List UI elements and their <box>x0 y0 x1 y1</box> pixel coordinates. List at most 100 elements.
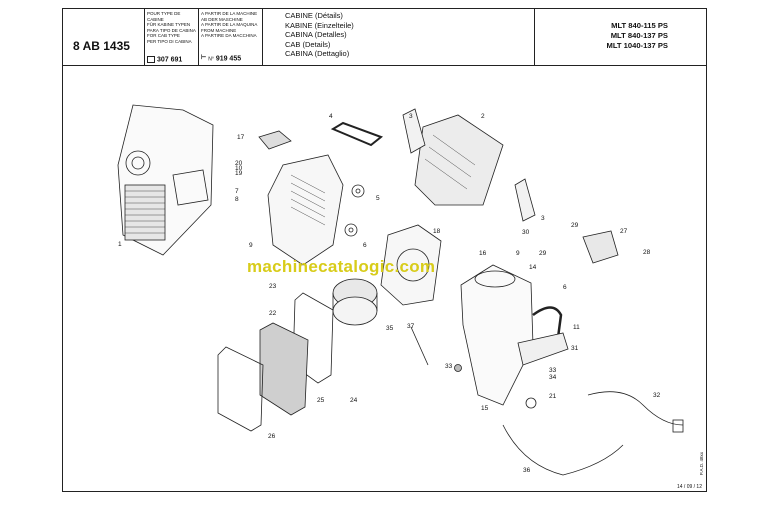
filter-25 <box>259 322 309 416</box>
watermark: machinecatalogic.com <box>247 257 436 276</box>
callout-27: 27 <box>620 228 628 235</box>
machine-number: ⊢N° 919 455 <box>201 54 242 63</box>
page-code: 8 AB 1435 <box>73 39 130 53</box>
harness-32 <box>587 391 684 426</box>
callout-31: 31 <box>571 345 579 352</box>
callout-19: 19 <box>235 170 243 177</box>
title-fr: CABINE (Détails) <box>285 11 343 20</box>
callout-10: 10 <box>235 165 243 172</box>
valve-12 <box>582 230 619 264</box>
callout-14: 14 <box>529 264 537 271</box>
title-it: CABINA (Dettaglio) <box>285 49 350 59</box>
callout-6b: 6 <box>563 284 567 291</box>
blower-35 <box>332 278 378 326</box>
callout-37: 37 <box>407 323 415 330</box>
from-machine-es: A PARTIR DE LA MAQUINA <box>201 22 258 28</box>
title-block: 8 AB 1435 POUR TYPE DE CABINE FÜR KABINE… <box>63 9 706 66</box>
gasket-4 <box>330 121 384 147</box>
callout-22: 22 <box>269 310 277 317</box>
heater-unit <box>117 104 214 256</box>
title-cell: CABINE (Détails) KABINE (Einzelteile) CA… <box>263 9 535 65</box>
machine-number-value: 919 455 <box>215 55 242 63</box>
from-machine-de: AB DER MASCHINE <box>201 16 243 22</box>
callout-33a: 33 <box>445 363 453 370</box>
radiator-2 <box>414 114 504 206</box>
callout-28: 28 <box>643 249 651 256</box>
callout-15: 15 <box>481 405 489 412</box>
callout-20: 20 <box>235 160 243 167</box>
from-machine-en: FROM MACHINE <box>201 27 237 33</box>
pipe-11 <box>532 306 563 346</box>
exploded-diagram <box>117 104 684 476</box>
callout-30: 30 <box>522 229 530 236</box>
exploded-view: 1 2 3 3 4 5 6 6 7 8 9 9 10 11 14 15 16 1… <box>63 65 706 491</box>
filter-17 <box>258 130 292 150</box>
plate-18 <box>380 224 442 306</box>
cab-type-fr: POUR TYPE DE CABINE <box>147 11 181 22</box>
cab-type-en: FOR CAB TYPE <box>147 33 180 39</box>
callout-25: 25 <box>317 397 325 404</box>
title-en: CAB (Details) <box>285 39 331 49</box>
model-2: MLT 840-137 PS <box>610 31 668 40</box>
callout-16: 16 <box>479 250 487 257</box>
rod-37 <box>410 326 429 366</box>
cab-number: 307 691 <box>147 56 182 63</box>
callout-29b: 29 <box>539 250 547 257</box>
callout-1: 1 <box>118 241 122 248</box>
callout-26: 26 <box>268 433 276 440</box>
from-machine-it: A PARTIRE DA MACCHINA <box>201 33 257 39</box>
callout-3a: 3 <box>409 113 413 120</box>
pad-3b <box>514 178 536 222</box>
side-note: P.A.D. 48xx <box>699 451 704 475</box>
callout-32: 32 <box>653 392 661 399</box>
callout-2: 2 <box>481 113 485 120</box>
connector <box>672 419 684 433</box>
ref-cell: 8 AB 1435 <box>63 9 145 65</box>
cab-type-es: PARA TIPO DE CABINA <box>147 27 196 33</box>
arrow-icon: ⊢ <box>201 54 207 61</box>
model-3: MLT 1040-137 PS <box>606 41 668 50</box>
grommet-21 <box>525 397 537 409</box>
callout-4: 4 <box>329 113 333 120</box>
callout-29a: 29 <box>571 222 579 229</box>
callout-3b: 3 <box>541 215 545 222</box>
harness-36 <box>502 424 624 476</box>
callout-8: 8 <box>235 196 239 203</box>
parts-sheet: 8 AB 1435 POUR TYPE DE CABINE FÜR KABINE… <box>62 8 707 492</box>
bracket-31 <box>517 332 569 366</box>
from-machine-fr: A PARTIR DE LA MACHINE <box>201 11 258 16</box>
callout-9b: 9 <box>516 250 520 257</box>
callout-11: 11 <box>573 324 580 331</box>
cab-type-cell: POUR TYPE DE CABINE FÜR KABINE TYPEN PAR… <box>145 9 199 65</box>
callout-21: 21 <box>549 393 557 400</box>
machine-prefix: N° <box>208 56 214 63</box>
callout-23: 23 <box>269 283 277 290</box>
cab-type-de: FÜR KABINE TYPEN <box>147 22 191 28</box>
callout-5: 5 <box>376 195 380 202</box>
disc-6 <box>344 223 358 237</box>
frame-26 <box>217 346 264 432</box>
title-de: KABINE (Einzelteile) <box>285 20 354 30</box>
callout-17: 17 <box>237 134 245 141</box>
part-33 <box>454 364 462 372</box>
cab-number-value: 307 691 <box>157 56 183 64</box>
from-machine-cell: A PARTIR DE LA MACHINE AB DER MASCHINE A… <box>199 9 263 65</box>
housing-23 <box>267 154 344 266</box>
callout-36: 36 <box>523 467 531 474</box>
footer-date: 14 / 09 / 12 <box>676 484 702 490</box>
pad-3a <box>402 108 426 154</box>
model-1: MLT 840-115 PS <box>611 21 668 30</box>
callout-9a: 9 <box>249 242 253 249</box>
box-icon <box>147 56 155 63</box>
callout-7: 7 <box>235 188 239 195</box>
duct-15 <box>460 264 534 406</box>
callout-6a: 6 <box>363 242 367 249</box>
cab-type-it: PER TIPO DI CABINA <box>147 38 192 44</box>
callout-34: 34 <box>549 374 557 381</box>
callout-24: 24 <box>350 397 358 404</box>
models-cell: MLT 840-115 PS MLT 840-137 PS MLT 1040-1… <box>535 9 708 65</box>
disc-5 <box>351 184 365 198</box>
callout-35: 35 <box>386 325 394 332</box>
callout-33b: 33 <box>549 367 557 374</box>
callout-18: 18 <box>433 228 441 235</box>
